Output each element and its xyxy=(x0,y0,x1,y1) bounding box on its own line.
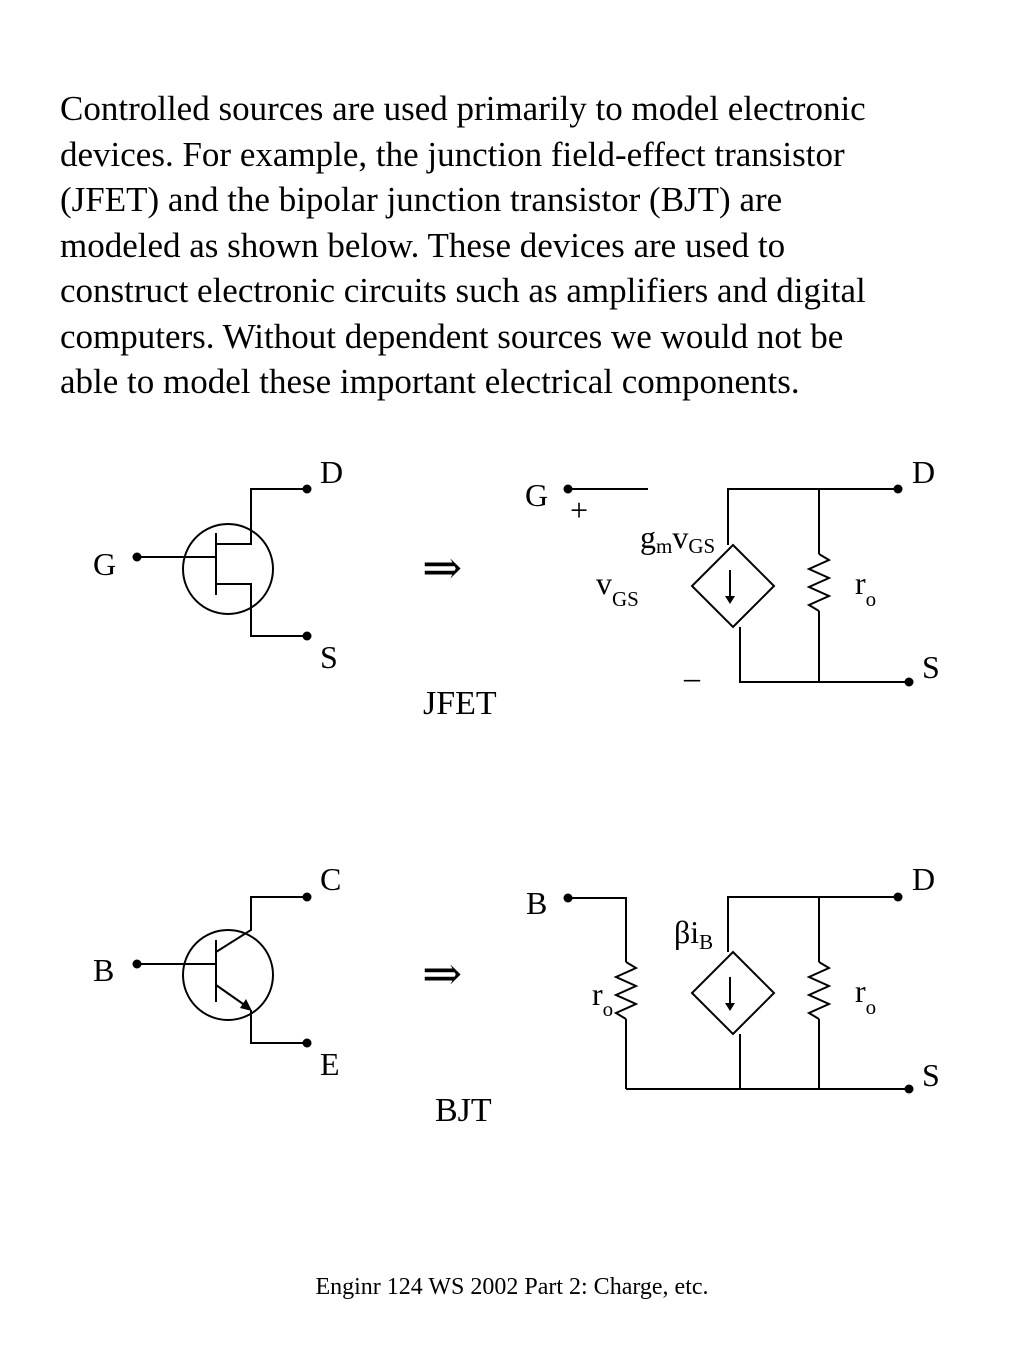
jfet-model-bottom-wire xyxy=(739,627,909,683)
intro-line: devices. For example, the junction field… xyxy=(60,134,845,174)
intro-line: (JFET) and the bipolar junction transist… xyxy=(60,180,783,219)
jfet-model-source-label: S xyxy=(922,649,940,685)
bjt-body-circle xyxy=(182,929,274,1021)
bjt-model-drain-label: D xyxy=(912,861,935,897)
bjt-emitter-lead xyxy=(250,1010,307,1044)
bjt-collector-terminal-dot xyxy=(302,892,312,902)
ro-main: r xyxy=(855,565,866,601)
down-arrow-icon xyxy=(725,1003,735,1011)
bjt-model-ro-left-label: ro xyxy=(592,976,613,1021)
intro-line: able to model these important electrical… xyxy=(60,362,800,401)
ro-right-main: r xyxy=(855,973,866,1009)
jfet-model-ro-resistor xyxy=(806,553,832,612)
beta-main: βi xyxy=(674,914,699,950)
bjt-model-ro-right-resistor xyxy=(806,961,832,1020)
gm-v: v xyxy=(672,519,688,555)
intro-line: construct electronic circuits such as am… xyxy=(60,271,866,310)
bjt-caption: BJT xyxy=(435,1092,492,1129)
bjt-model-circuit xyxy=(568,896,909,1090)
jfet-model-minus-sign: – xyxy=(683,659,701,695)
ro-left-subscript: o xyxy=(603,997,614,1021)
intro-line: Controlled sources are used primarily to… xyxy=(60,89,866,128)
jfet-model-drain-label: D xyxy=(912,454,935,490)
jfet-caption: JFET xyxy=(423,685,497,722)
vgs-main: v xyxy=(596,565,612,601)
bjt-model-top-wire xyxy=(727,896,898,952)
bjt-model-beta-label: βiB xyxy=(674,914,713,954)
jfet-model-dependent-source-diamond xyxy=(690,543,776,629)
jfet-drain-label: D xyxy=(320,454,343,490)
bjt-model-ro-right-label: ro xyxy=(855,973,876,1019)
bjt-symbol xyxy=(137,896,307,1044)
jfet-drain-lead xyxy=(216,488,307,545)
bjt-model-ro-left-resistor xyxy=(613,961,639,1020)
bjt-model-base-dot xyxy=(563,893,573,903)
beta-subscript: B xyxy=(699,930,713,954)
bjt-base-terminal-dot xyxy=(132,959,142,969)
jfet-model-drain-dot xyxy=(893,484,903,494)
jfet-model-plus-sign: + xyxy=(570,492,588,528)
gm-main: g xyxy=(640,519,656,555)
jfet-model-gate-dot xyxy=(563,484,573,494)
jfet-model-gate-label: G xyxy=(525,477,548,513)
bjt-model-drain-dot xyxy=(893,892,903,902)
intro-paragraph: Controlled sources are used primarily to… xyxy=(60,86,960,405)
jfet-model-top-wire xyxy=(727,488,898,545)
intro-line: computers. Without dependent sources we … xyxy=(60,316,844,356)
jfet-arrow-icon: ⇒ xyxy=(422,542,462,595)
jfet-symbol xyxy=(137,488,307,637)
jfet-model-circuit xyxy=(568,488,909,683)
bjt-model-dependent-source-diamond xyxy=(690,950,776,1036)
bjt-model-base-wire xyxy=(568,897,627,962)
jfet-body-circle xyxy=(182,523,274,615)
bjt-emitter-terminal-dot xyxy=(302,1038,312,1048)
jfet-source-label: S xyxy=(320,639,338,675)
bjt-model-source-label: S xyxy=(922,1057,940,1093)
jfet-model-gm-label: gmvGS xyxy=(640,519,715,558)
down-arrow-icon xyxy=(725,596,735,604)
bjt-collector-lead xyxy=(215,896,307,953)
bjt-model-base-label: B xyxy=(526,885,547,921)
vgs-subscript: GS xyxy=(612,587,639,611)
bjt-collector-label: C xyxy=(320,861,341,897)
gm-v-subscript: GS xyxy=(688,534,715,558)
intro-line: modeled as shown below. These devices ar… xyxy=(60,225,786,265)
bjt-model-source-dot xyxy=(904,1084,914,1094)
jfet-gate-label: G xyxy=(93,546,116,582)
ro-left-main: r xyxy=(592,976,603,1012)
bjt-arrow-icon: ⇒ xyxy=(422,948,462,1001)
slide-footer: Enginr 124 WS 2002 Part 2: Charge, etc. xyxy=(315,1274,709,1300)
bjt-base-label: B xyxy=(93,952,114,988)
jfet-source-lead xyxy=(216,583,307,637)
jfet-model-source-dot xyxy=(904,677,914,687)
ro-right-subscript: o xyxy=(866,995,877,1019)
jfet-source-terminal-dot xyxy=(302,631,312,641)
jfet-model-ro-label: ro xyxy=(855,565,876,611)
jfet-model-vgs-label: vGS xyxy=(596,565,639,611)
gm-subscript: m xyxy=(656,534,672,558)
jfet-gate-terminal-dot xyxy=(132,552,142,562)
bjt-emitter-line xyxy=(215,984,247,1007)
ro-subscript: o xyxy=(866,587,877,611)
bjt-emitter-label: E xyxy=(320,1046,340,1082)
jfet-drain-terminal-dot xyxy=(302,484,312,494)
emitter-arrow-icon xyxy=(240,999,252,1011)
